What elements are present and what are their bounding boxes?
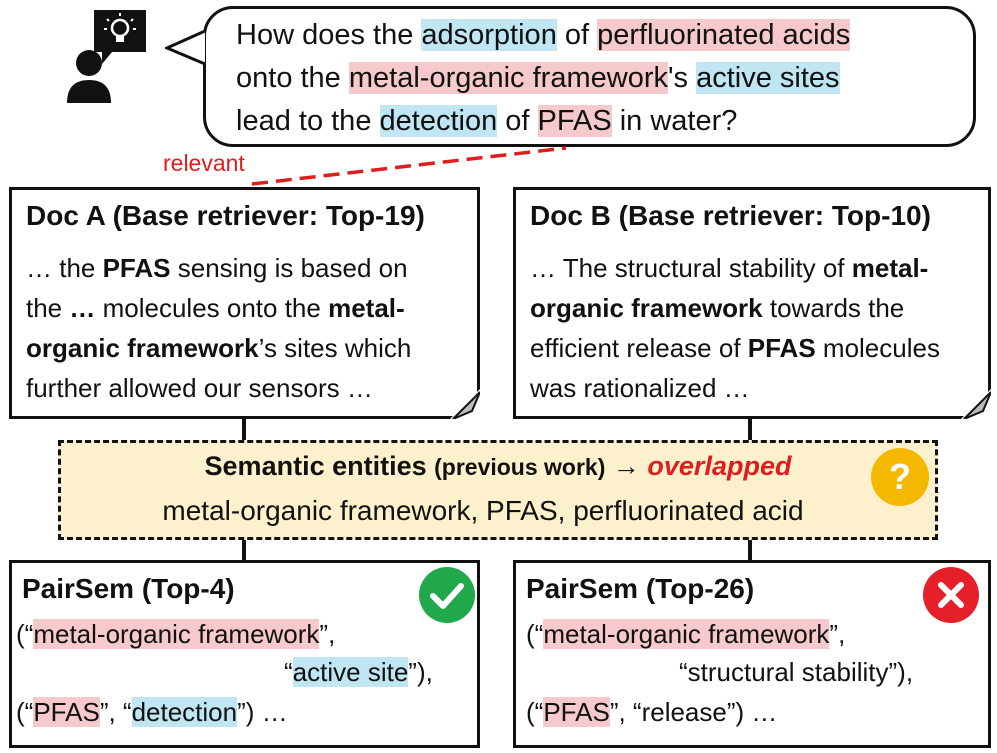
semantic-entities-heading: Semantic entities (previous work) → over… xyxy=(204,451,792,481)
semantic-entities-box: Semantic entities (previous work) → over… xyxy=(58,440,938,540)
term-adsorption: adsorption xyxy=(421,19,557,51)
term-mof: metal-organic framework xyxy=(348,62,668,94)
user-with-idea-icon xyxy=(67,10,146,103)
query-text: How does the adsorption of perfluorinate… xyxy=(236,19,851,137)
page-fold-icon xyxy=(450,389,480,419)
check-icon xyxy=(419,567,475,623)
pairsem-a-card: PairSem (Top-4) (“metal-organic framewor… xyxy=(9,560,480,748)
svg-text:?: ? xyxy=(889,456,911,497)
x-icon xyxy=(923,567,979,623)
pairsem-a-pair-2: (“PFAS”, “detection”) … xyxy=(16,697,288,727)
term-perfluorinated-acids: perfluorinated acids xyxy=(597,19,851,51)
question-mark-icon: ? xyxy=(871,448,929,506)
pairsem-a-title: PairSem (Top-4) xyxy=(22,573,235,604)
pairsem-b-title: PairSem (Top-26) xyxy=(526,573,755,604)
term-active-sites: active sites xyxy=(696,62,840,94)
doc-b-title: Doc B (Base retriever: Top-10) xyxy=(530,200,931,231)
doc-b-card: Doc B (Base retriever: Top-10) … The str… xyxy=(513,187,991,419)
doc-a-excerpt: … the PFAS sensing is based on the … mol… xyxy=(26,253,412,403)
page-fold-icon xyxy=(961,389,991,419)
pairsem-a-pair-1: (“metal-organic framework”, xyxy=(16,619,336,649)
relevant-label: relevant xyxy=(163,150,245,176)
term-detection: detection xyxy=(379,105,498,137)
doc-a-card: Doc A (Base retriever: Top-19) … the PFA… xyxy=(9,187,480,419)
doc-b-excerpt: … The structural stability of metal- org… xyxy=(530,253,940,403)
pairsem-b-pair-1-cont: “structural stability”), xyxy=(679,657,914,687)
pairsem-a-pair-1-cont: “active site”), xyxy=(284,657,433,687)
speech-bubble-tail xyxy=(165,29,206,66)
overlapped-label: overlapped xyxy=(647,451,792,481)
pairsem-b-card: PairSem (Top-26) (“metal-organic framewo… xyxy=(513,560,991,748)
doc-a-title: Doc A (Base retriever: Top-19) xyxy=(26,200,425,231)
semantic-entities-list: metal-organic framework, PFAS, perfluori… xyxy=(162,495,804,526)
pairsem-b-pair-2: (“PFAS”, “release”) … xyxy=(526,697,778,727)
term-pfas: PFAS xyxy=(537,105,612,137)
pairsem-b-pair-1: (“metal-organic framework”, xyxy=(526,619,846,649)
